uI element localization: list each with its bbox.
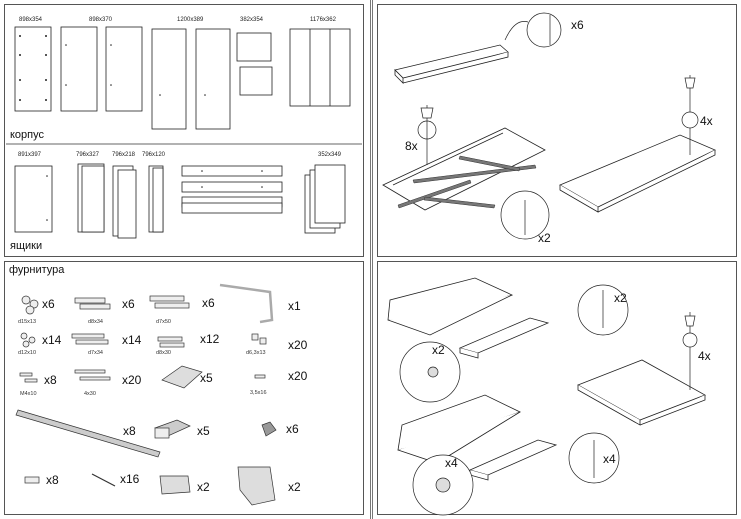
hardware-count: x14 [122, 333, 142, 347]
hardware-count: x2 [197, 480, 210, 494]
step-callout: x2 [538, 231, 551, 245]
hardware-size: d15x13 [18, 319, 37, 325]
dowel-icon [74, 297, 106, 304]
plug-icon [24, 476, 40, 484]
step-callout: x4 [445, 456, 458, 470]
hardware-size: 3,5x16 [250, 390, 267, 396]
hardware-count: x2 [288, 480, 301, 494]
hardware-size: d8x30 [156, 350, 171, 356]
hardware-count: x6 [202, 296, 215, 310]
hardware-count: x5 [200, 371, 213, 385]
hardware-count: x14 [42, 333, 62, 347]
dim-label: 898x370 [89, 17, 113, 23]
dim-label: 898x354 [19, 17, 43, 23]
hardware-count: x20 [288, 338, 308, 352]
hardware-count: x8 [44, 373, 57, 387]
hinge-icon [237, 466, 276, 506]
hardware-count: x6 [42, 297, 55, 311]
hardware-count: x16 [120, 472, 140, 486]
hardware-size: d6,3x13 [246, 350, 266, 356]
dim-label: 796x218 [112, 152, 136, 158]
section-title-furnitura: фурнитура [9, 264, 65, 276]
hardware-count: x5 [197, 424, 210, 438]
dim-label: 796x327 [76, 152, 100, 158]
dim-label: 891x397 [18, 152, 42, 158]
dim-label: 382x354 [240, 17, 264, 23]
hardware-size: M4x10 [20, 391, 37, 397]
step-callout: 4x [700, 114, 713, 128]
hardware-size: d7x50 [156, 319, 171, 325]
dim-label: 796x120 [142, 152, 166, 158]
hardware-count: x12 [200, 332, 220, 346]
dim-label: 352x349 [318, 152, 342, 158]
screw-icon [91, 473, 116, 487]
hardware-size: d12x10 [18, 350, 37, 356]
hardware-count: x8 [46, 473, 59, 487]
hardware-size: d8x34 [88, 319, 103, 325]
hinge-plate-icon [159, 475, 191, 495]
drawer-slide-icon [15, 409, 161, 458]
hardware-count: x1 [288, 299, 301, 313]
column-divider [370, 0, 373, 519]
hardware-size: 4x30 [84, 391, 96, 397]
hex-key-icon [219, 283, 274, 324]
step-callout: 8x [405, 139, 418, 153]
dim-label: 1200x389 [177, 17, 204, 23]
hardware-count: x6 [286, 422, 299, 436]
step-callout: x2 [614, 291, 627, 305]
shelf-support-icon [261, 421, 277, 437]
hardware-count: x8 [123, 424, 136, 438]
section-title-korpus: корпус [10, 129, 45, 141]
confirmat-icon [149, 295, 185, 302]
step-callout: x2 [432, 343, 445, 357]
hardware-count: x6 [122, 297, 135, 311]
step-callout: x6 [571, 18, 584, 32]
hardware-count: x20 [288, 369, 308, 383]
step-callout: 4x [698, 349, 711, 363]
bracket-icon [161, 365, 203, 389]
hardware-count: x20 [122, 373, 142, 387]
section-title-yashchiki: ящики [10, 240, 43, 252]
hardware-size: d7x34 [88, 350, 103, 356]
dim-label: 1176x362 [310, 17, 336, 23]
cam-lock-icon [21, 295, 31, 305]
assembly-step-1-panel [377, 4, 737, 257]
step-callout: x4 [603, 452, 616, 466]
